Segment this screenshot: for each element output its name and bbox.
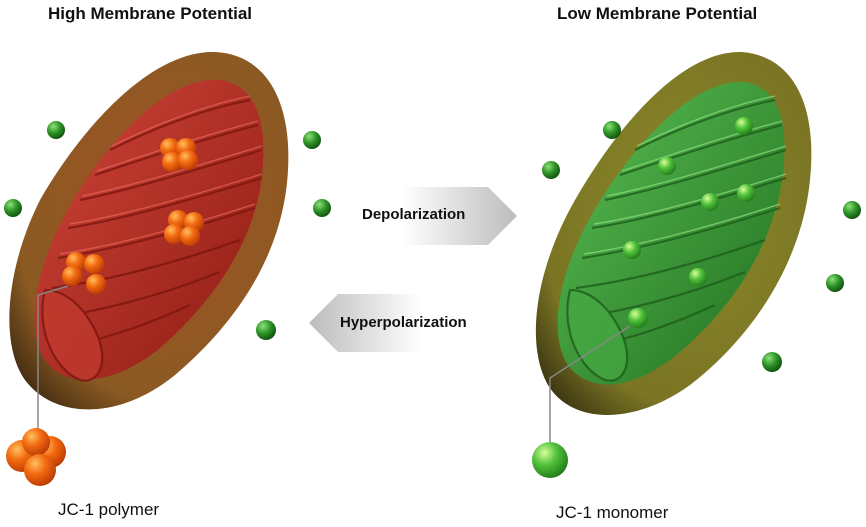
mitochondrion-high-potential bbox=[6, 51, 289, 486]
jc1-aggregate bbox=[164, 210, 204, 246]
title-low-membrane-potential: Low Membrane Potential bbox=[557, 4, 758, 23]
outside-monomers-left bbox=[4, 121, 331, 340]
jc1-aggregate bbox=[62, 252, 106, 294]
jc1-monomer-enlarged bbox=[532, 442, 568, 478]
jc1-monomers-inside bbox=[623, 117, 755, 328]
mitochondrion-low-potential bbox=[532, 51, 812, 478]
jc1-aggregate bbox=[160, 138, 198, 172]
caption-jc1-polymer: JC-1 polymer bbox=[58, 500, 160, 519]
monomer-pointer-line bbox=[549, 325, 631, 442]
right-cristae bbox=[566, 98, 787, 382]
hyperpolarization-arrow bbox=[309, 294, 421, 352]
left-inner-matrix bbox=[34, 79, 264, 380]
depolarization-arrow bbox=[402, 187, 517, 245]
jc1-polymer-enlarged bbox=[6, 428, 66, 486]
left-cristae-highlights bbox=[59, 95, 263, 255]
right-inner-matrix bbox=[557, 81, 785, 385]
outside-monomers-right bbox=[542, 121, 861, 372]
hyperpolarization-label: Hyperpolarization bbox=[340, 314, 467, 331]
title-high-membrane-potential: High Membrane Potential bbox=[48, 4, 253, 23]
right-cristae-highlights bbox=[583, 95, 787, 255]
polymer-pointer-line bbox=[37, 285, 69, 430]
caption-jc1-monomer: JC-1 monomer bbox=[556, 503, 669, 522]
depolarization-label: Depolarization bbox=[362, 206, 466, 223]
left-cristae bbox=[41, 98, 263, 382]
